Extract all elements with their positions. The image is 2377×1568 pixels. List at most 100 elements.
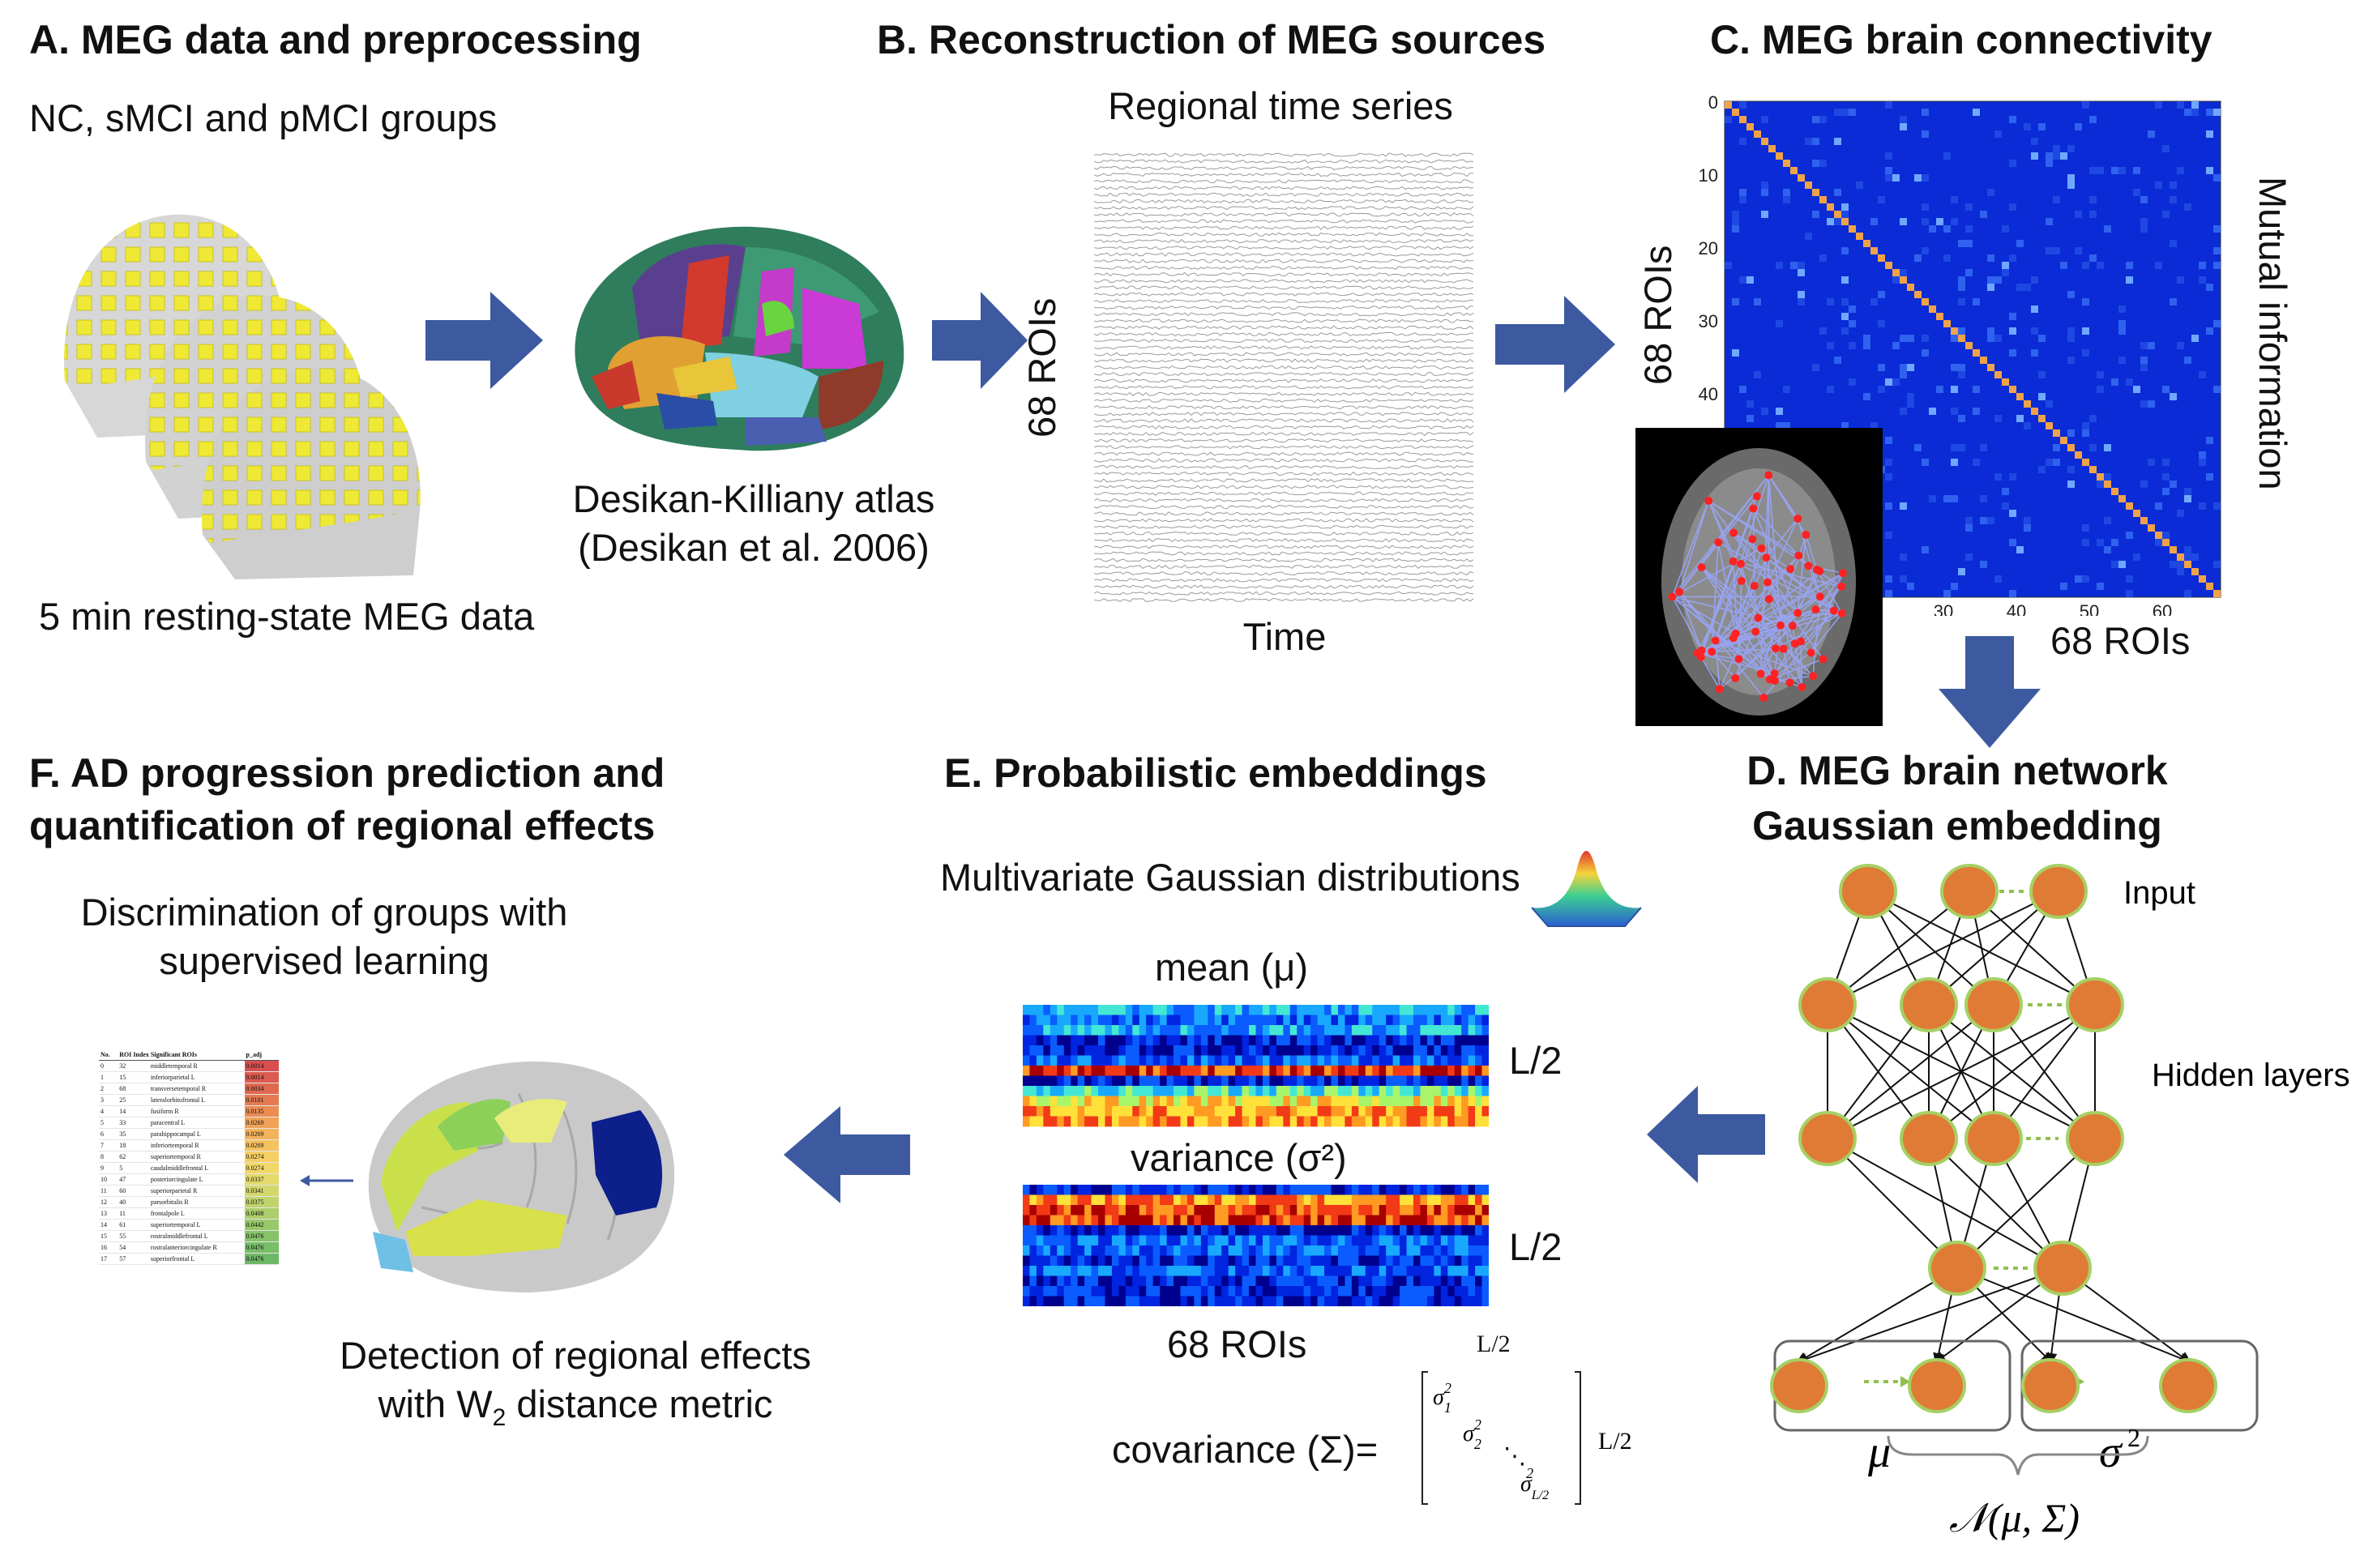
output-connection [1956, 1267, 2186, 1361]
heatmap-cell [1317, 1255, 1325, 1267]
heatmap-cell [1160, 1066, 1168, 1076]
heatmap-cell [1372, 1286, 1380, 1297]
matrix-cell [2002, 225, 2009, 233]
heatmap-cell [1118, 1045, 1127, 1056]
matrix-cell [1849, 109, 1856, 116]
matrix-cell [1885, 167, 1892, 174]
arrow-b-to-c [1495, 296, 1615, 393]
heatmap-cell [1180, 1096, 1188, 1107]
heatmap-cell [1262, 1106, 1271, 1117]
heatmap-cell [1345, 1225, 1353, 1236]
heatmap-cell [1186, 1035, 1195, 1046]
network-edge [1734, 557, 1768, 634]
heatmap-cell [1447, 1235, 1456, 1246]
matrix-cell [2206, 437, 2213, 444]
time-series-line [1094, 258, 1474, 263]
heatmap-cell [1228, 1215, 1236, 1226]
heatmap-cell [1386, 1296, 1394, 1306]
heatmap-cell [1400, 1116, 1408, 1127]
heatmap-cell [1071, 1055, 1079, 1066]
heatmap-cell [1358, 1005, 1366, 1015]
matrix-cell [2155, 182, 2162, 189]
heatmap-cell [1057, 1035, 1065, 1046]
heatmap-cell [1447, 1075, 1456, 1087]
heatmap-cell [1152, 1245, 1161, 1256]
heatmap-cell [1351, 1106, 1359, 1117]
network-edge [1678, 591, 1740, 660]
matrix-cell [1870, 298, 1878, 305]
heatmap-cell [1235, 1096, 1243, 1107]
matrix-cell [1739, 386, 1746, 393]
matrix-cell [2184, 357, 2191, 364]
heatmap-cell [1071, 1286, 1079, 1297]
heatmap-cell [1269, 1235, 1277, 1246]
matrix-cell [1885, 174, 1892, 182]
heatmap-cell [1221, 1205, 1229, 1216]
heatmap-cell [1180, 1235, 1188, 1246]
heatmap-cell [1146, 1185, 1154, 1195]
matrix-cell [1739, 196, 1746, 203]
matrix-diagonal-cell [1943, 320, 1951, 327]
heatmap-cell [1269, 1215, 1277, 1226]
matrix-diagonal-cell [1783, 160, 1790, 167]
matrix-cell [2097, 386, 2104, 393]
heatmap-cell [1289, 1215, 1298, 1226]
heatmap-cell [1310, 1116, 1319, 1127]
heatmap-cell [1454, 1215, 1462, 1226]
heatmap-cell [1084, 1235, 1092, 1246]
heatmap-cell [1447, 1015, 1456, 1026]
matrix-cell [2053, 145, 2060, 152]
heatmap-cell [1434, 1235, 1442, 1246]
heatmap-cell [1372, 1066, 1380, 1076]
network-node [1928, 1241, 1986, 1296]
heatmap-cell [1152, 1015, 1161, 1026]
network-node [1770, 669, 1779, 677]
heatmap-cell [1262, 1275, 1271, 1287]
heatmap-cell [1098, 1275, 1106, 1287]
heatmap-cell [1071, 1066, 1079, 1076]
heatmap-cell [1475, 1096, 1483, 1107]
heatmap-cell [1242, 1225, 1250, 1236]
heatmap-cell [1426, 1106, 1434, 1117]
heatmap-cell [1475, 1055, 1483, 1066]
network-node [1757, 544, 1766, 553]
heatmap-cell [1475, 1235, 1483, 1246]
heatmap-cell [1063, 1286, 1071, 1297]
heatmap-cell [1468, 1296, 1476, 1306]
matrix-cell [1739, 138, 1746, 145]
heatmap-cell [1152, 1275, 1161, 1287]
heatmap-cell [1023, 1086, 1031, 1096]
matrix-cell [1973, 298, 1980, 305]
heatmap-cell [1118, 1035, 1127, 1046]
heatmap-cell [1337, 1066, 1346, 1076]
heatmap-cell [1337, 1055, 1346, 1066]
roi-table-cell: 14 [119, 1108, 126, 1115]
matrix-cell [2097, 262, 2104, 269]
heatmap-cell [1043, 1235, 1051, 1246]
heatmap-cell [1440, 1245, 1448, 1256]
embedding-heatmaps [1023, 1005, 1489, 1306]
matrix-cell [1980, 211, 1987, 218]
matrix-cell [2060, 583, 2067, 590]
heatmap-cell [1434, 1035, 1442, 1046]
svg-text:⋱: ⋱ [1503, 1444, 1526, 1469]
matrix-cell [1783, 189, 1790, 196]
heatmap-cell [1475, 1075, 1483, 1087]
heatmap-cell [1132, 1025, 1140, 1036]
time-series-line [1094, 232, 1474, 237]
network-edge [1797, 518, 1821, 597]
heatmap-cell [1071, 1045, 1079, 1056]
heatmap-cell [1255, 1106, 1263, 1117]
matrix-cell [1922, 247, 1929, 254]
matrix-cell [2104, 444, 2111, 451]
c-ytick-30: 30 [1699, 311, 1718, 331]
heatmap-cell [1440, 1275, 1448, 1287]
heatmap-cell [1098, 1266, 1106, 1276]
heatmap-cell [1023, 1205, 1031, 1216]
heatmap-cell [1118, 1096, 1127, 1107]
heatmap-cell [1345, 1086, 1353, 1096]
matrix-cell [2111, 561, 2118, 568]
network-node [1711, 636, 1720, 645]
heatmap-cell [1440, 1106, 1448, 1117]
